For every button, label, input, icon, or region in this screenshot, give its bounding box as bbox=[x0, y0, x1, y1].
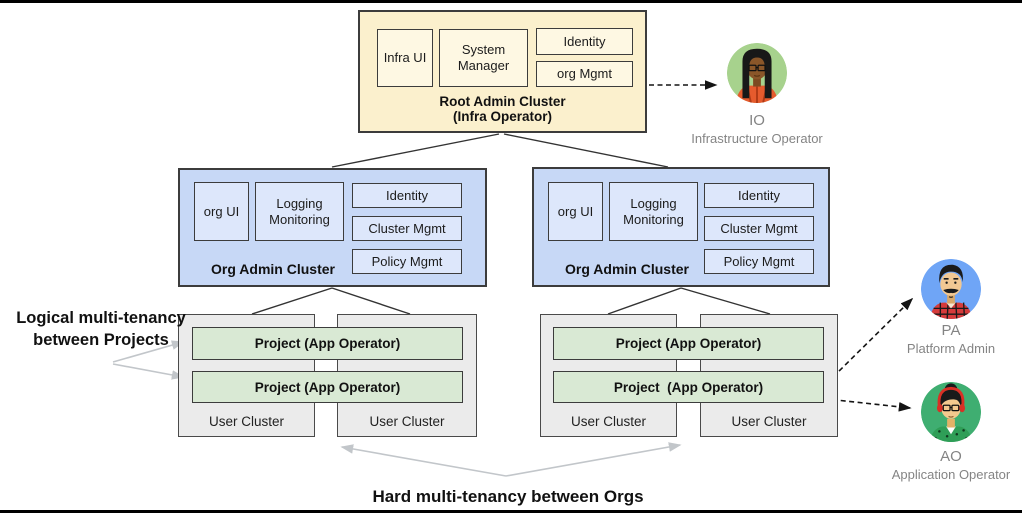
pa-avatar bbox=[920, 258, 982, 320]
io-avatar-icon bbox=[726, 42, 788, 104]
logging-monitoring-box: Logging Monitoring bbox=[609, 182, 698, 241]
logging-monitoring-box: Logging Monitoring bbox=[255, 182, 344, 241]
logging-monitoring-label: Logging Monitoring bbox=[269, 195, 330, 227]
policy-mgmt-box: Policy Mgmt bbox=[704, 249, 814, 274]
user-cluster-label: User Cluster bbox=[731, 414, 807, 429]
project-bar: Project (App Operator) bbox=[192, 327, 463, 360]
annotation-logical-multitenancy: Logical multi-tenancy between Projects bbox=[16, 309, 186, 349]
ao-id: AO bbox=[940, 448, 962, 465]
ao-avatar-icon bbox=[920, 381, 982, 443]
org-ui-label: org UI bbox=[203, 203, 240, 219]
identity-label: Identity bbox=[386, 187, 428, 203]
top-black-bar bbox=[0, 0, 1022, 3]
user-cluster-label: User Cluster bbox=[570, 414, 646, 429]
policy-mgmt-box: Policy Mgmt bbox=[352, 249, 462, 274]
cluster-mgmt-label: Cluster Mgmt bbox=[720, 220, 798, 236]
ao-avatar bbox=[920, 381, 982, 443]
pa-role: Platform Admin bbox=[906, 341, 996, 356]
root-admin-cluster: Infra UI System Manager Identity org Mgm… bbox=[358, 10, 647, 133]
org-ui-label: org UI bbox=[557, 203, 594, 219]
identity-label: Identity bbox=[738, 187, 780, 203]
cluster-mgmt-box: Cluster Mgmt bbox=[352, 216, 462, 241]
pa-avatar-icon bbox=[920, 258, 982, 320]
pa-label: PA Platform Admin bbox=[851, 322, 1022, 357]
policy-mgmt-label: Policy Mgmt bbox=[723, 253, 795, 269]
org-ui-box: org UI bbox=[548, 182, 603, 241]
gray-arrow-project-2 bbox=[112, 363, 185, 380]
identity-box: Identity bbox=[704, 183, 814, 208]
gray-arrow-orgs-left bbox=[340, 444, 507, 477]
user-cluster-label: User Cluster bbox=[208, 414, 284, 429]
org-admin-cluster-left: org UI Logging Monitoring Identity Clust… bbox=[178, 168, 487, 287]
ao-role: Application Operator bbox=[891, 467, 1011, 482]
system-manager-box: System Manager bbox=[439, 29, 528, 87]
project-bar: Project (App Operator) bbox=[553, 327, 824, 360]
policy-mgmt-label: Policy Mgmt bbox=[371, 253, 443, 269]
annotation-hard-multitenancy: Hard multi-tenancy between Orgs bbox=[372, 487, 644, 506]
system-manager-label: System Manager bbox=[457, 42, 510, 73]
root-cluster-title-line1: Root Admin Cluster bbox=[439, 94, 566, 109]
org-mgmt-label: org Mgmt bbox=[557, 66, 612, 82]
cluster-mgmt-box: Cluster Mgmt bbox=[704, 216, 814, 241]
org-cluster-title: Org Admin Cluster bbox=[211, 261, 335, 277]
root-cluster-title-line2: (Infra Operator) bbox=[452, 109, 552, 124]
root-cluster-title: Root Admin Cluster (Infra Operator) bbox=[360, 94, 645, 124]
identity-box: Identity bbox=[536, 28, 633, 55]
project-bar: Project (App Operator) bbox=[192, 371, 463, 403]
org-admin-cluster-right: org UI Logging Monitoring Identity Clust… bbox=[532, 167, 830, 287]
io-id: IO bbox=[749, 112, 765, 129]
org-mgmt-box: org Mgmt bbox=[536, 61, 633, 87]
identity-box: Identity bbox=[352, 183, 462, 208]
io-role: Infrastructure Operator bbox=[691, 131, 823, 146]
pa-id: PA bbox=[941, 322, 961, 339]
infra-ui-box: Infra UI bbox=[377, 29, 433, 87]
org-ui-box: org UI bbox=[194, 182, 249, 241]
bottom-black-bar bbox=[0, 510, 1022, 513]
infra-ui-label: Infra UI bbox=[383, 50, 427, 66]
org-cluster-title: Org Admin Cluster bbox=[565, 261, 689, 277]
project-bar: Project (App Operator) bbox=[553, 371, 824, 403]
logging-monitoring-label: Logging Monitoring bbox=[623, 195, 684, 227]
io-label: IO Infrastructure Operator bbox=[657, 112, 857, 147]
gray-arrow-orgs-right bbox=[505, 442, 682, 477]
user-cluster-label: User Cluster bbox=[369, 414, 445, 429]
cluster-mgmt-label: Cluster Mgmt bbox=[368, 220, 446, 236]
identity-label: Identity bbox=[563, 33, 606, 49]
ao-label: AO Application Operator bbox=[851, 448, 1022, 483]
io-avatar bbox=[726, 42, 788, 104]
